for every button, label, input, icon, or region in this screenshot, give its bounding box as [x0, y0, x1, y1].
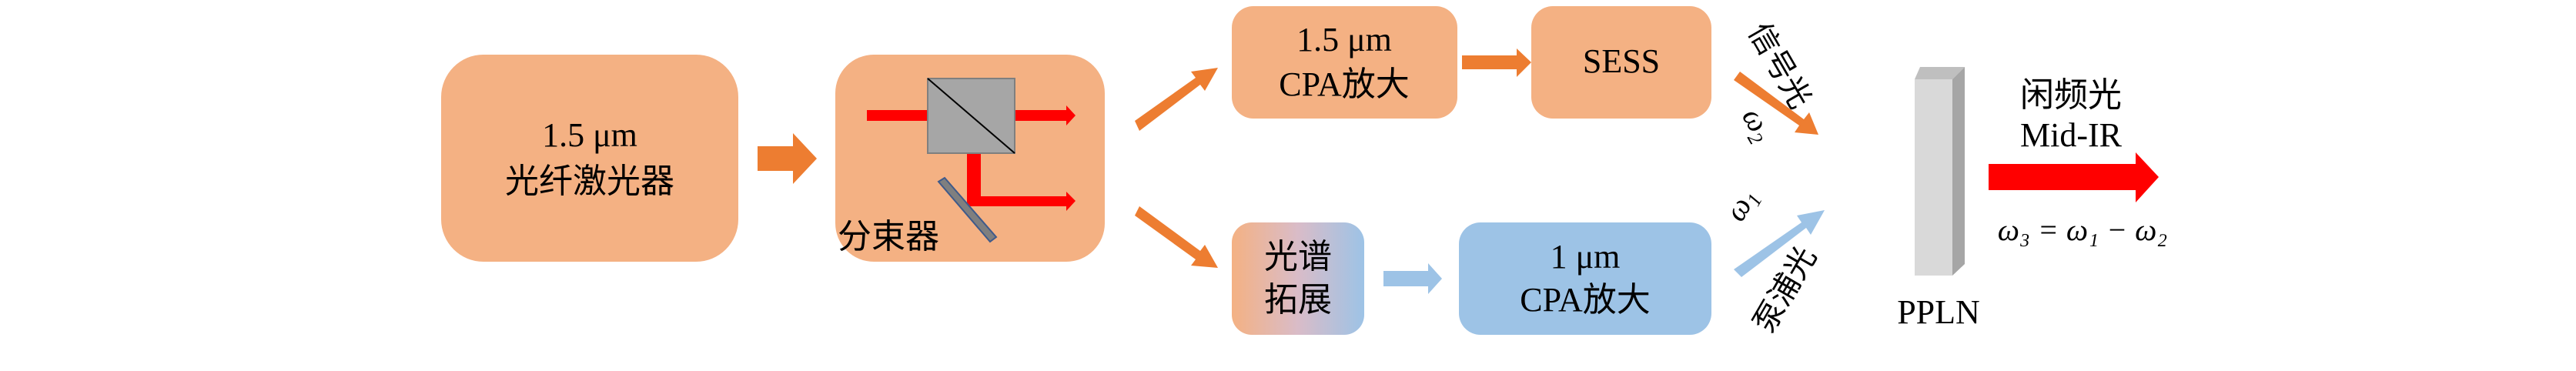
red-beam-output-bottom — [967, 192, 1076, 211]
mirror-icon — [937, 176, 998, 243]
splitter-label: 分束器 — [838, 218, 939, 256]
cpa15-wavelength: 1.5 μm — [1296, 21, 1392, 58]
pump-omega: ω1 — [1718, 182, 1767, 229]
laser-wavelength: 1.5 μm — [542, 116, 637, 154]
fiber-laser-box: 1.5 μm 光纤激光器 — [441, 55, 738, 262]
cube-splitter-icon — [927, 78, 1015, 154]
idler-output-arrow — [1989, 152, 2159, 202]
sess-box: SESS — [1531, 6, 1711, 119]
spectral-broadening-box: 光谱 拓展 — [1232, 222, 1364, 335]
idler-equation: ω₃ = ω₁ − ω₂ — [1998, 212, 2167, 247]
spectral-line1: 光谱 — [1264, 238, 1332, 276]
red-beam-input — [867, 110, 928, 121]
beam-splitter-box: 分束器 — [835, 55, 1105, 262]
arrow-spectral-to-cpa1 — [1383, 263, 1442, 294]
arrow-splitter-to-cpa15 — [1135, 68, 1218, 131]
signal-label: 信号光 — [1741, 17, 1818, 114]
sess-label: SESS — [1583, 42, 1660, 80]
cpa1-wavelength: 1 μm — [1551, 238, 1621, 276]
idler-label: 闲频光 — [2020, 76, 2122, 114]
spectral-line2: 拓展 — [1264, 281, 1332, 319]
arrow-cpa15-to-sess — [1462, 48, 1531, 77]
idler-midir-label: Mid-IR — [2020, 116, 2123, 154]
arrow-splitter-to-spectral — [1135, 206, 1218, 268]
red-beam-output-top — [1015, 105, 1076, 125]
pump-arrow — [1734, 210, 1825, 277]
signal-arrow — [1734, 72, 1818, 135]
ppln-label: PPLN — [1897, 293, 1980, 331]
laser-name: 光纤激光器 — [505, 162, 674, 200]
red-beam-vertical — [967, 153, 981, 206]
arrow-laser-to-splitter — [758, 133, 817, 184]
ppln-crystal-icon — [1915, 67, 1965, 276]
cpa1-label: CPA放大 — [1520, 281, 1651, 319]
cpa-1um-box: 1 μm CPA放大 — [1459, 222, 1711, 335]
cpa-1-5um-box: 1.5 μm CPA放大 — [1232, 6, 1457, 119]
cpa15-label: CPA放大 — [1279, 65, 1410, 103]
signal-omega: ω2 — [1732, 102, 1781, 149]
